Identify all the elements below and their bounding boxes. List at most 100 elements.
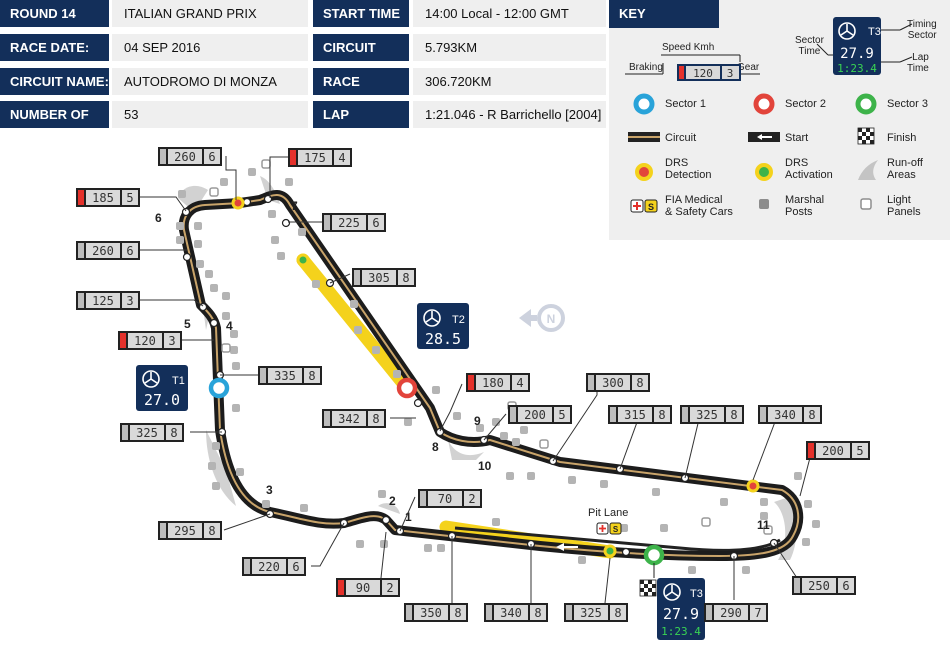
finish-flag-icon (639, 579, 657, 597)
round-value: ITALIAN GRAND PRIX (112, 0, 308, 27)
speed-value: 325 (136, 426, 158, 440)
key-drs-detection-icon (635, 163, 653, 181)
gear-value: 8 (308, 369, 315, 383)
drs-detection-icon (746, 479, 760, 493)
speed-box: 305 8 (352, 268, 416, 287)
sector2-marker-icon (396, 377, 418, 399)
gear-value: 8 (636, 376, 643, 390)
turn-number: 8 (432, 440, 439, 454)
sector-id: T3 (690, 588, 703, 600)
speed-value: 180 (482, 376, 504, 390)
sector-time-box: T1 27.0 (136, 365, 188, 411)
speed-value: 250 (808, 579, 830, 593)
lap-time: 1:23.4 (661, 625, 701, 638)
compass-icon: N (519, 304, 565, 332)
sector1-marker-icon (208, 377, 230, 399)
svg-text:S: S (613, 525, 619, 534)
gear-value: 8 (534, 606, 541, 620)
sector-time: 27.0 (144, 391, 180, 409)
speed-box: 300 8 (586, 373, 650, 392)
sector-time: 28.5 (425, 330, 461, 348)
key-light-panels: Light Panels (887, 194, 921, 218)
key-lap-time-value: 1:23.4 (837, 62, 877, 75)
key-runoff: Run-off Areas (887, 157, 923, 181)
sector3-marker-icon (643, 544, 665, 566)
speed-box: 340 8 (758, 405, 822, 424)
speed-value: 70 (438, 492, 452, 506)
laps-value: 53 (112, 101, 308, 128)
gear-value: 8 (658, 408, 665, 422)
key-sector1: Sector 1 (665, 98, 706, 110)
key-sector2-icon (753, 93, 775, 115)
key-finish-icon (857, 127, 875, 145)
key-speed-value: 120 (693, 67, 713, 80)
speed-value: 185 (92, 191, 114, 205)
gear-value: 8 (170, 426, 177, 440)
key-drs-detection: DRS Detection (665, 157, 712, 181)
gear-value: 4 (338, 151, 345, 165)
laps-label: NUMBER OF LAPS: (0, 101, 109, 149)
speed-value: 260 (92, 244, 114, 258)
gear-value: 6 (292, 560, 299, 574)
svg-text:N: N (547, 312, 556, 326)
key-drs-activation: DRS Activation (785, 157, 833, 181)
turn-number: 6 (155, 211, 162, 225)
speed-value: 325 (580, 606, 602, 620)
speed-value: 305 (368, 271, 390, 285)
speed-value: 325 (696, 408, 718, 422)
key-speed-kmh: Speed Kmh (662, 42, 715, 53)
race-info-table: ROUND 14 ITALIAN GRAND PRIX RACE DATE: 0… (0, 0, 606, 149)
gear-value: 6 (208, 150, 215, 164)
speed-value: 340 (774, 408, 796, 422)
key-circuit-icon (628, 132, 660, 142)
drs-activation-icon (296, 253, 310, 267)
svg-text:S: S (648, 202, 654, 212)
speed-value: 220 (258, 560, 280, 574)
turn-number: 10 (478, 459, 492, 473)
key-finish: Finish (887, 132, 917, 144)
key-timing-sector: Timing Sector (907, 19, 937, 41)
key-start: Start (785, 132, 809, 144)
turn-number: 3 (266, 483, 273, 497)
speed-value: 350 (420, 606, 442, 620)
sector-markers (208, 196, 760, 566)
start-time-label: START TIME (313, 0, 409, 27)
speed-value: 260 (174, 150, 196, 164)
gear-value: 5 (856, 444, 863, 458)
key-runoff-icon (858, 160, 878, 180)
sector-id: T1 (172, 375, 185, 387)
speed-value: 125 (92, 294, 114, 308)
key-sector3-icon (855, 93, 877, 115)
key-light-panel-icon (860, 198, 872, 210)
key-circuit: Circuit (665, 132, 697, 144)
gear-value: 8 (402, 271, 409, 285)
speed-value: 342 (338, 412, 360, 426)
marshal-posts (176, 168, 820, 574)
speed-value: 300 (602, 376, 624, 390)
speed-value: 335 (274, 369, 296, 383)
key-lap-time: Lap Time (907, 52, 929, 74)
speed-box: 335 8 (258, 366, 322, 385)
turn-number: 1 (405, 510, 412, 524)
turn-number: 2 (389, 494, 396, 508)
gear-value: 8 (614, 606, 621, 620)
speed-value: 120 (134, 334, 156, 348)
circuit-name-value: AUTODROMO DI MONZA (112, 68, 308, 95)
speed-box: 260 6 (158, 147, 222, 166)
gear-value: 8 (808, 408, 815, 422)
round-label: ROUND 14 (0, 0, 109, 27)
lap-record-label: LAP RECORD: (313, 101, 409, 149)
sector-time-box: T3 27.9 1:23.4 (653, 563, 705, 640)
light-panels (209, 159, 773, 535)
